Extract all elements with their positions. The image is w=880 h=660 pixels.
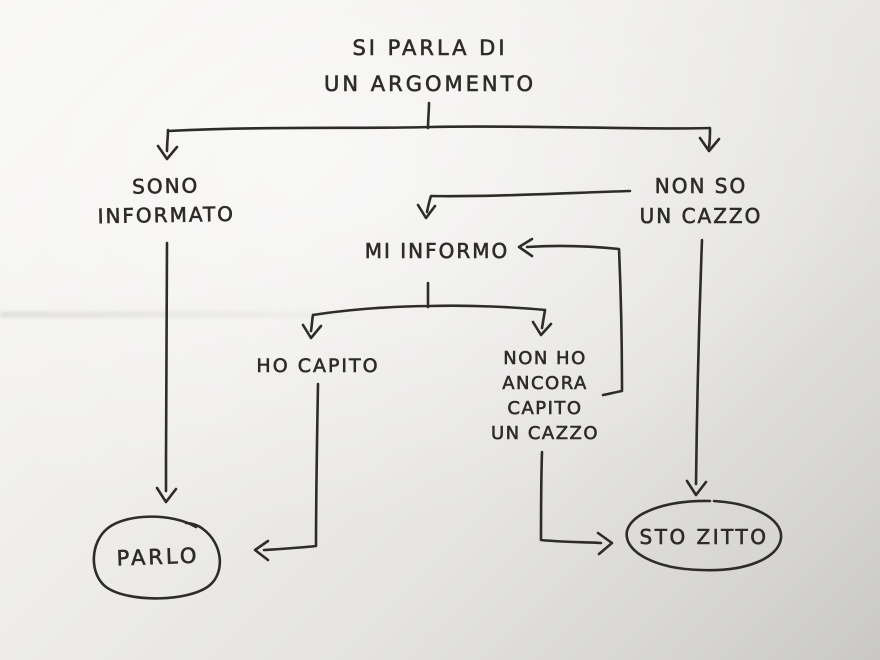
node-non-so-line2: UN CAZZO — [639, 204, 763, 229]
node-non-ho-ancora-capito: NON HO ANCORA CAPITO UN CAZZO — [491, 346, 599, 446]
edge-nonso-miinformo — [425, 189, 632, 214]
node-non-ho-line1: NON HO — [503, 348, 587, 370]
parlo-ellipse — [92, 515, 222, 600]
edge-mid-right-drop — [540, 308, 547, 330]
node-sono-informato-line1: SONO — [131, 173, 200, 199]
edge-mid-left-drop — [309, 313, 315, 333]
arrowhead-hocapito — [301, 323, 323, 340]
node-topic-line2: UN ARGOMENTO — [324, 72, 536, 97]
node-non-ho-line3: CAPITO — [507, 398, 583, 420]
node-sto-zitto: STO ZITTO — [639, 525, 769, 550]
node-sono-informato: SONO INFORMATO — [97, 171, 235, 231]
edge-loop-back — [525, 244, 624, 397]
node-sono-informato-line2: INFORMATO — [97, 201, 236, 229]
edge-branch-right-drop — [707, 127, 712, 149]
node-non-so-un-cazzo: NON SO UN CAZZO — [639, 171, 763, 231]
edge-main-branch — [166, 125, 712, 133]
edge-nonso-stozitto — [694, 238, 704, 486]
arrowhead-miinformo — [416, 203, 437, 220]
edge-branch-left-drop — [165, 128, 170, 153]
node-ho-capito: HO CAPITO — [256, 355, 380, 378]
arrowhead-nonho — [531, 320, 553, 337]
node-topic: SI PARLA DI UN ARGOMENTO — [324, 30, 536, 102]
node-topic-line1: SI PARLA DI — [352, 36, 508, 61]
arrowhead-loop — [517, 237, 534, 258]
arrowhead-left-drop — [156, 144, 179, 161]
arrowhead-parlo-top — [155, 486, 178, 504]
sto-zitto-ellipse — [625, 499, 783, 572]
edge-title-stem — [426, 101, 431, 130]
edge-nonho-stozitto — [539, 450, 603, 545]
arrowhead-parlo-left — [253, 539, 270, 562]
node-parlo: PARLO — [116, 543, 200, 571]
arrowhead-right-drop — [698, 136, 721, 153]
node-mi-informo: MI INFORMO — [364, 239, 510, 264]
edge-mid-branch — [311, 304, 547, 317]
edge-hocapito-parlo — [262, 382, 320, 552]
arrowhead-stozitto-top — [685, 479, 708, 497]
node-non-ho-line4: UN CAZZO — [490, 423, 600, 445]
node-non-ho-line2: ANCORA — [502, 373, 588, 395]
node-non-so-line1: NON SO — [654, 174, 748, 199]
edge-sono-parlo — [164, 241, 169, 493]
arrowhead-stozitto-left — [596, 531, 614, 556]
